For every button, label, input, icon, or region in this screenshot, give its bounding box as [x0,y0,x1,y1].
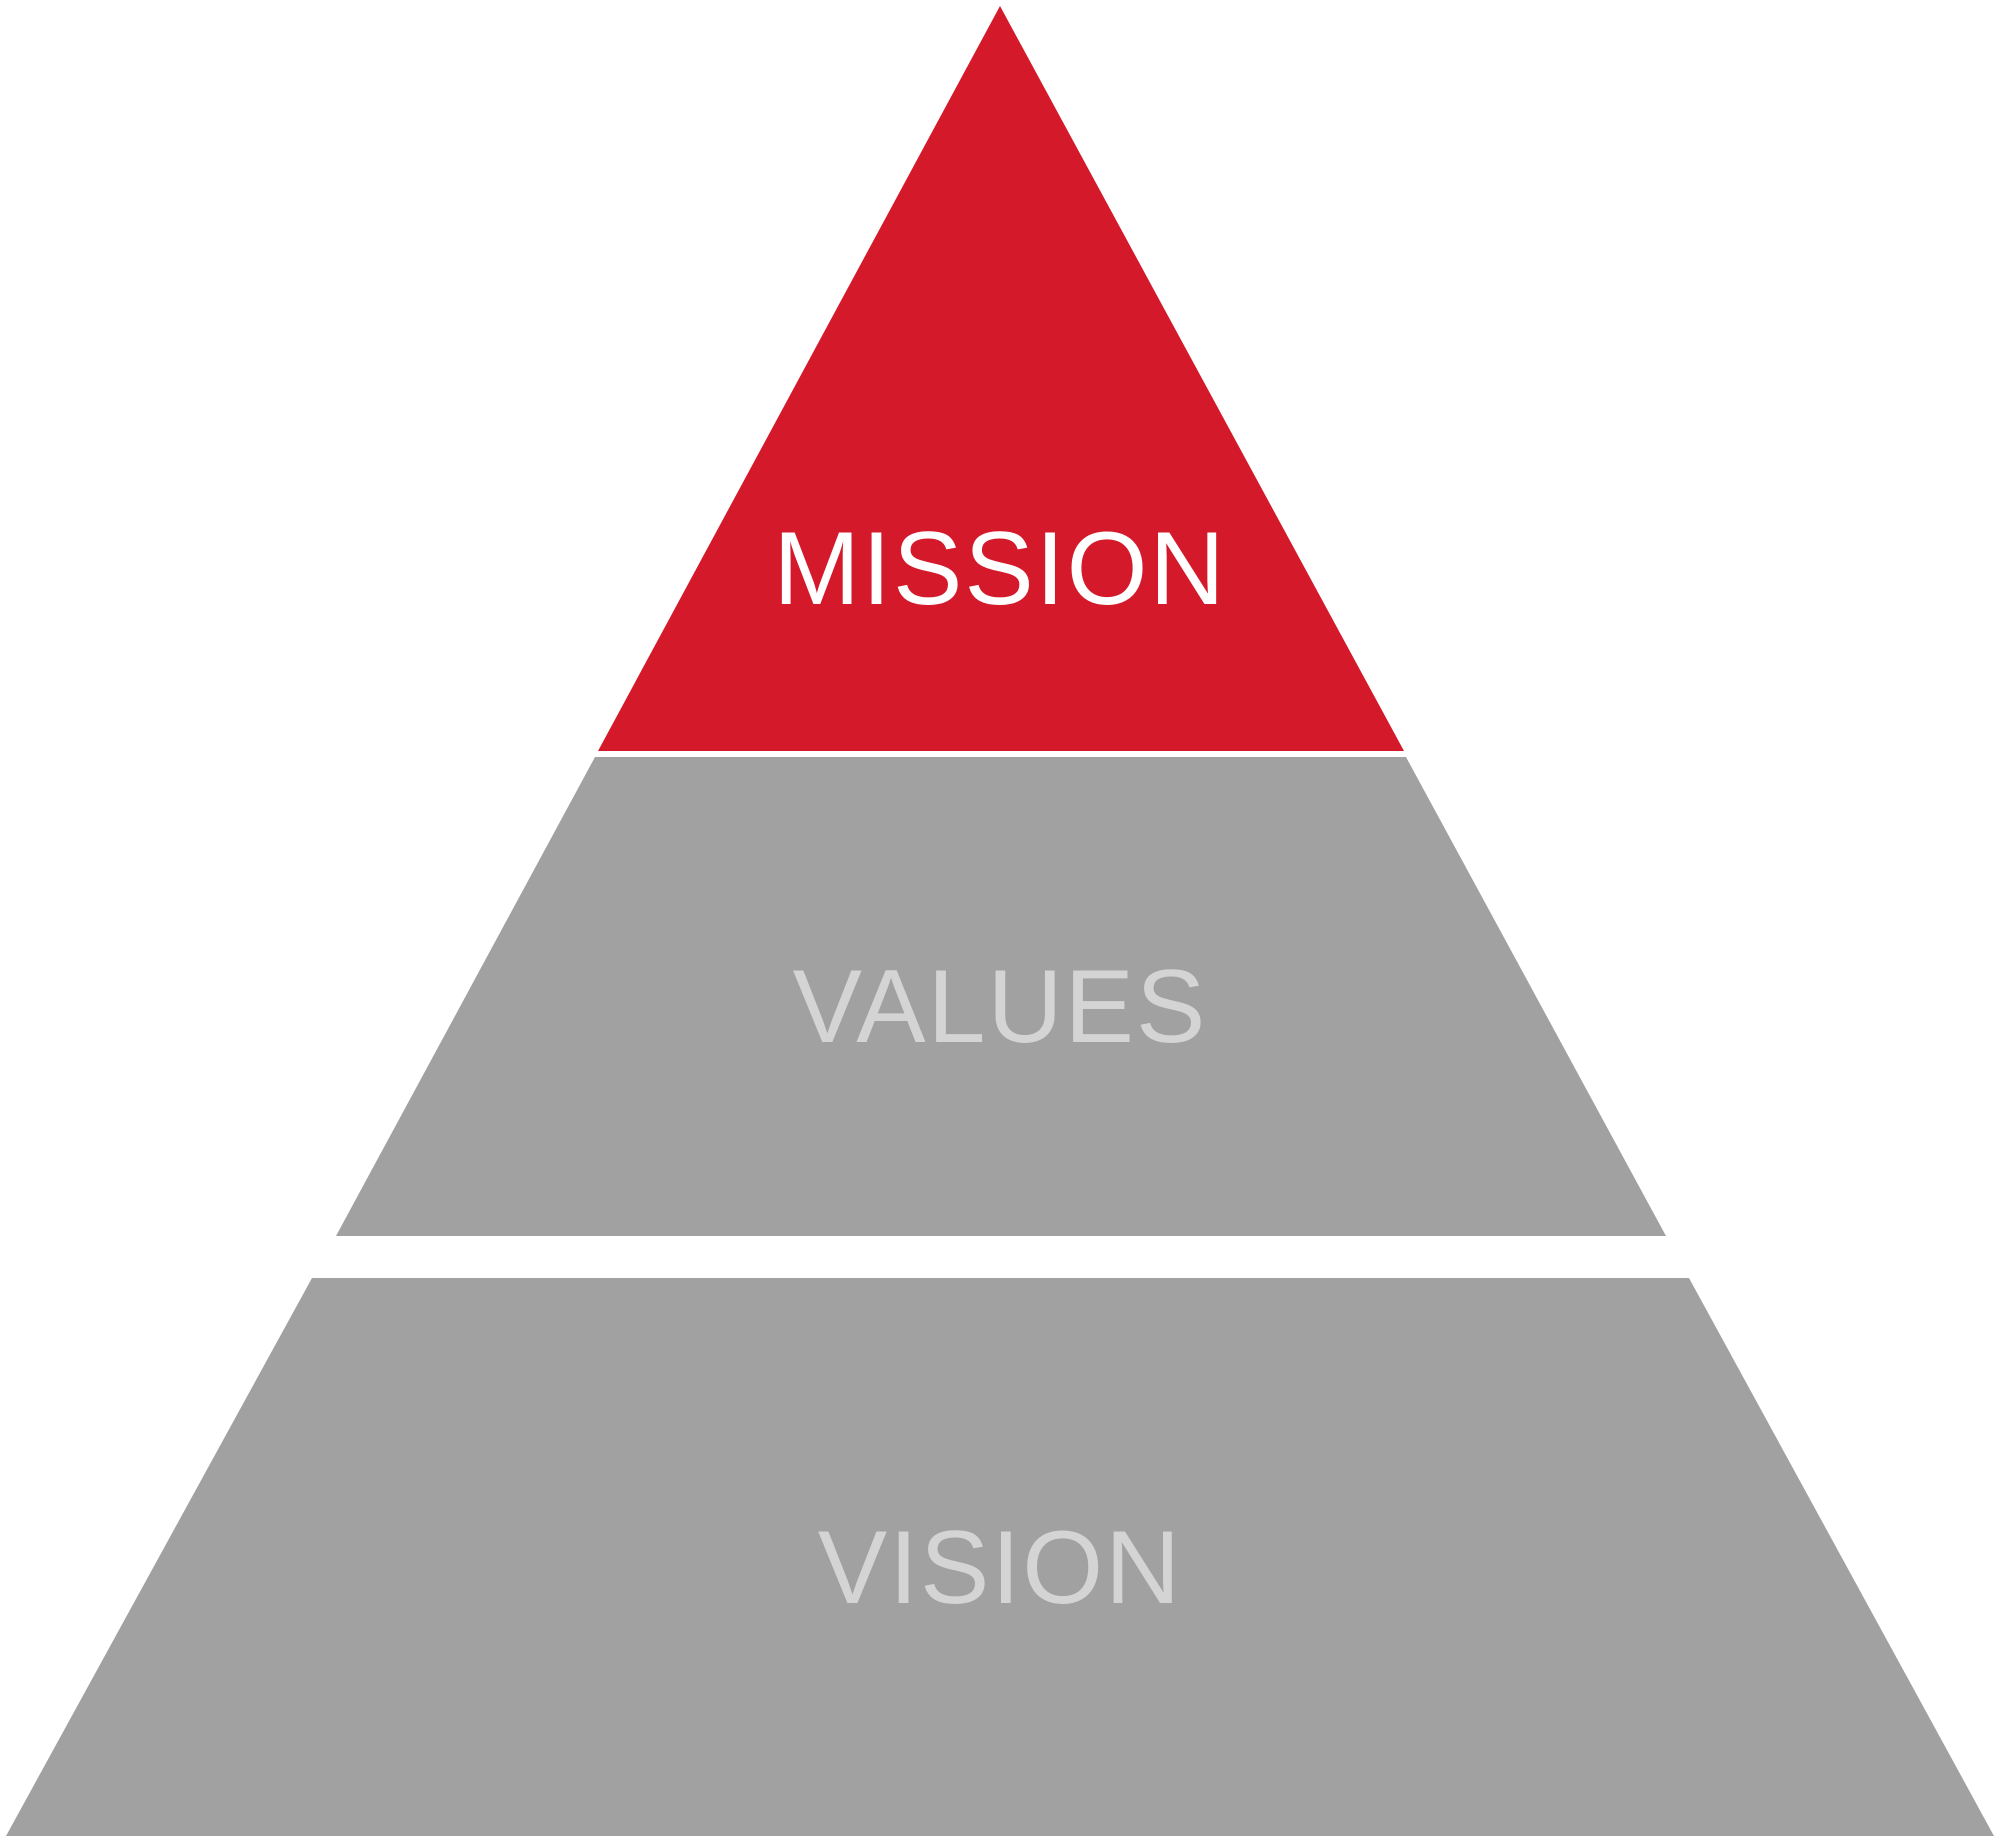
tier-values-label: VALUES [793,949,1208,1065]
tier-mission: MISSION [598,6,1404,751]
tier-vision: VISION [6,1278,1994,1836]
tier-vision-label: VISION [818,1510,1183,1626]
tier-mission-shape [598,6,1404,751]
tier-mission-label: MISSION [773,511,1226,627]
tier-values-shape [336,757,1666,1236]
tier-values: VALUES [336,757,1666,1236]
tier-vision-shape [6,1278,1994,1836]
